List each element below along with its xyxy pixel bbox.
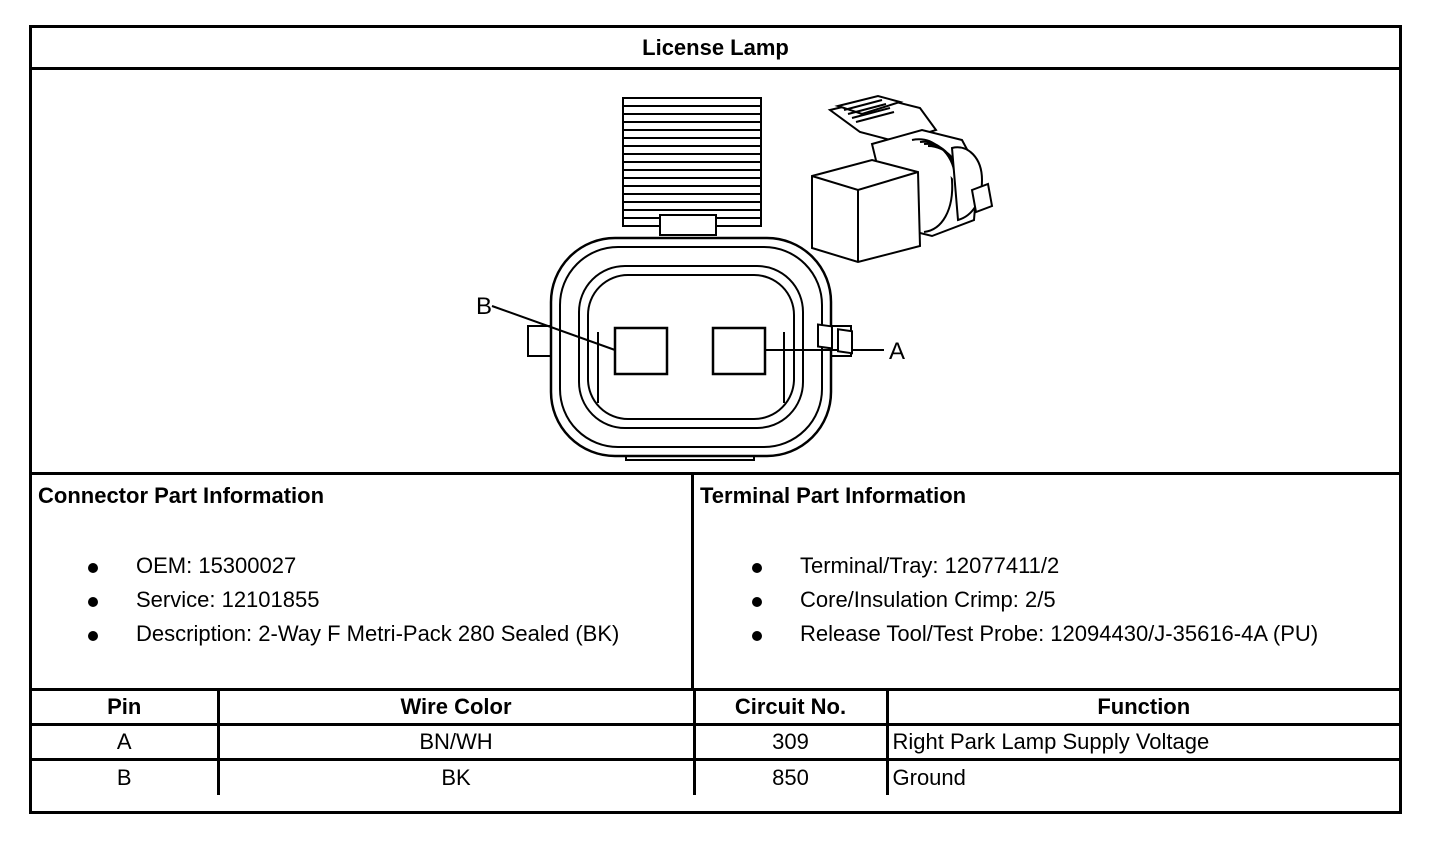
sheet-title: License Lamp	[32, 28, 1399, 70]
cell-circuit-no: 850	[692, 758, 889, 795]
terminal-info-heading: Terminal Part Information	[700, 483, 967, 508]
pin-table: Pin Wire Color Circuit No. Function A BN…	[32, 688, 1399, 795]
connector-sheet: License Lamp	[29, 25, 1402, 814]
connector-face-drawing: B A	[476, 94, 994, 461]
cell-function: Ground	[885, 758, 1399, 795]
bullet-icon	[88, 563, 98, 573]
connector-diagram: B A	[32, 70, 1399, 472]
terminal-tray: Terminal/Tray: 12077411/2	[800, 553, 1060, 578]
connector-iso-icon	[811, 94, 994, 355]
column-header-function: Function	[885, 688, 1399, 726]
bullet-icon	[752, 631, 762, 641]
cell-wire-color: BN/WH	[216, 723, 696, 761]
pin-b-label: B	[476, 293, 492, 320]
terminal-part-info: Terminal Part Information Terminal/Tray:…	[694, 475, 1399, 688]
cell-pin: B	[32, 758, 220, 795]
table-row: A BN/WH 309 Right Park Lamp Supply Volta…	[32, 723, 1399, 761]
terminal-release-tool: Release Tool/Test Probe: 12094430/J-3561…	[800, 621, 1319, 646]
column-header-pin: Pin	[32, 688, 220, 726]
connector-description: Description: 2-Way F Metri-Pack 280 Seal…	[136, 621, 620, 646]
connector-part-info: Connector Part Information OEM: 15300027…	[32, 475, 694, 688]
bullet-icon	[752, 597, 762, 607]
cell-wire-color: BK	[216, 758, 696, 795]
cell-circuit-no: 309	[692, 723, 889, 761]
bullet-icon	[88, 597, 98, 607]
part-information: Connector Part Information OEM: 15300027…	[32, 472, 1399, 688]
connector-service: Service: 12101855	[136, 587, 320, 612]
cell-pin: A	[32, 723, 220, 761]
terminal-crimp: Core/Insulation Crimp: 2/5	[800, 587, 1056, 612]
table-header-row: Pin Wire Color Circuit No. Function	[32, 688, 1399, 726]
cell-function: Right Park Lamp Supply Voltage	[885, 723, 1399, 761]
pin-a-label: A	[889, 338, 905, 365]
connector-info-heading: Connector Part Information	[38, 483, 325, 508]
column-header-wire-color: Wire Color	[216, 688, 696, 726]
connector-oem: OEM: 15300027	[136, 553, 297, 578]
bullet-icon	[88, 631, 98, 641]
column-header-circuit-no: Circuit No.	[692, 688, 889, 726]
bullet-icon	[752, 563, 762, 573]
table-row: B BK 850 Ground	[32, 758, 1399, 795]
